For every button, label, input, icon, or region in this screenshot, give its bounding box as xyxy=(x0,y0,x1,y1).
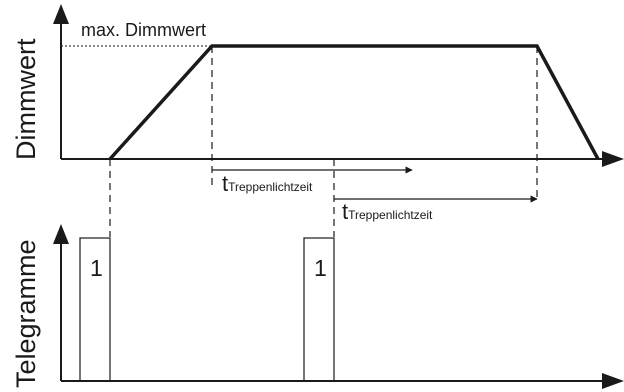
timing-guides xyxy=(109,46,538,237)
telegram-y-axis-arrow-icon xyxy=(53,224,69,244)
dim-value-y-axis-arrow-icon xyxy=(53,4,69,24)
telegram-pulse-2 xyxy=(303,237,335,382)
timer-2-symbol: t xyxy=(342,199,348,224)
dim-value-panel: Dimmwert max. Dimmwert xyxy=(11,4,624,167)
telegram-pulse-1-value: 1 xyxy=(90,255,103,281)
dim-value-x-axis-arrow-icon xyxy=(602,151,624,167)
timer-1-symbol: t xyxy=(222,171,228,196)
telegram-pulse-2-value: 1 xyxy=(314,255,327,281)
timer-1-label: tTreppenlichtzeit xyxy=(222,171,313,196)
timer-1-subscript: Treppenlichtzeit xyxy=(228,180,313,194)
timer-interval-2: tTreppenlichtzeit xyxy=(334,195,538,224)
timer-2-label: tTreppenlichtzeit xyxy=(342,199,433,224)
telegram-pulse-1 xyxy=(79,237,111,382)
dim-value-axis-label: Dimmwert xyxy=(11,38,41,160)
dim-value-curve xyxy=(108,44,600,161)
telegram-panel: 1 1 Telegramme xyxy=(11,224,624,389)
timer-interval-1: tTreppenlichtzeit xyxy=(212,166,413,196)
telegram-axis-label: Telegramme xyxy=(11,239,41,388)
telegram-x-axis-arrow-icon xyxy=(602,373,624,389)
max-dim-label: max. Dimmwert xyxy=(81,20,206,40)
timer-2-subscript: Treppenlichtzeit xyxy=(348,208,433,222)
